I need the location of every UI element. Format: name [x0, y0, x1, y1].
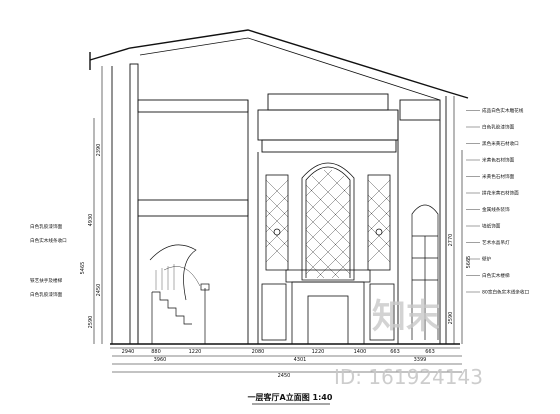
- right-annotation: 艺术水晶吊灯: [482, 239, 510, 246]
- bottom-dimension-label: 2080: [252, 349, 265, 355]
- right-annotation: 墙纸饰面: [482, 223, 501, 230]
- bottom-dimension-label: 3399: [414, 357, 427, 363]
- left-dimension-label: 2390: [96, 144, 102, 157]
- left-annotation: 白色乳胶漆饰面: [30, 291, 63, 298]
- left-annotation: 铁艺扶手及楼梯: [30, 277, 63, 284]
- bottom-dimension-label: 1400: [354, 349, 367, 355]
- bottom-dimension-label: 4301: [294, 357, 307, 363]
- right-dimension-label: 2590: [448, 312, 454, 325]
- right-annotation: 壁炉: [482, 256, 492, 263]
- staircase: [149, 244, 210, 344]
- right-annotation: 金属线条装饰: [482, 206, 510, 213]
- bottom-dimension-label: 1220: [189, 349, 202, 355]
- right-annotations: 成品白色实木雕花线白色乳胶漆饰面黑色米黄石材收口米黄色石材饰面米黄色石材饰面拼花…: [466, 107, 530, 296]
- watermark-logo: 知末: [372, 297, 440, 337]
- left-dimension-label: 2590: [88, 316, 94, 329]
- right-annotation: 白色乳胶漆饰面: [482, 124, 515, 131]
- bottom-dimension-label: 1220: [312, 349, 325, 355]
- bottom-dimension-label: 2940: [122, 349, 135, 355]
- right-annotation: 黑色米黄石材收口: [482, 140, 519, 147]
- left-dimension-label: 4930: [88, 214, 94, 227]
- right-annotation: 成品白色实木雕花线: [482, 107, 524, 114]
- arched-window-right: [411, 204, 439, 340]
- right-annotation: 米黄色石材饰面: [482, 173, 515, 180]
- bottom-dimension-label: 663: [425, 349, 435, 355]
- right-annotation: 米黄色石材饰面: [482, 157, 515, 164]
- lattice-hatch: [265, 169, 391, 279]
- watermark-id: ID: 161924143: [334, 365, 483, 389]
- bottom-dimension-label: 663: [390, 349, 400, 355]
- bottom-dimension-label: 3960: [154, 357, 167, 363]
- structure-lines: [110, 63, 460, 349]
- left-dimension-labels: 2390 4930 5465 2450 2590: [80, 144, 102, 329]
- left-dimension-label: 5465: [80, 262, 86, 275]
- left-dimension-label: 2450: [96, 284, 102, 297]
- bottom-dimension-total: 2450: [278, 373, 291, 379]
- left-annotation: 白色实木线条收口: [30, 237, 67, 244]
- bottom-dimension-row-2: 3960 4301 3399: [154, 357, 427, 363]
- bottom-dimension-label: 880: [151, 349, 161, 355]
- right-annotation: 白色实木楼梯: [482, 272, 510, 279]
- right-dimension-label: 5665: [466, 256, 472, 269]
- bottom-dimension-row-1: 2940 880 1220 2080 1220 1400 663 663: [122, 349, 435, 355]
- right-annotation: 80宽白色实木线条收口: [482, 289, 530, 296]
- fireplace-feature-wall: [261, 162, 395, 345]
- roof-lines: [89, 29, 469, 101]
- right-annotation: 拼花米黄石材饰面: [482, 190, 519, 197]
- right-dimension-label: 2770: [448, 234, 454, 247]
- left-annotation: 白色乳胶漆饰面: [30, 223, 63, 230]
- drawing-title: 一层客厅A立面图 1:40: [248, 392, 333, 402]
- dimension-lines: [93, 66, 463, 373]
- right-dimension-labels: 2770 5665 2590: [448, 234, 472, 325]
